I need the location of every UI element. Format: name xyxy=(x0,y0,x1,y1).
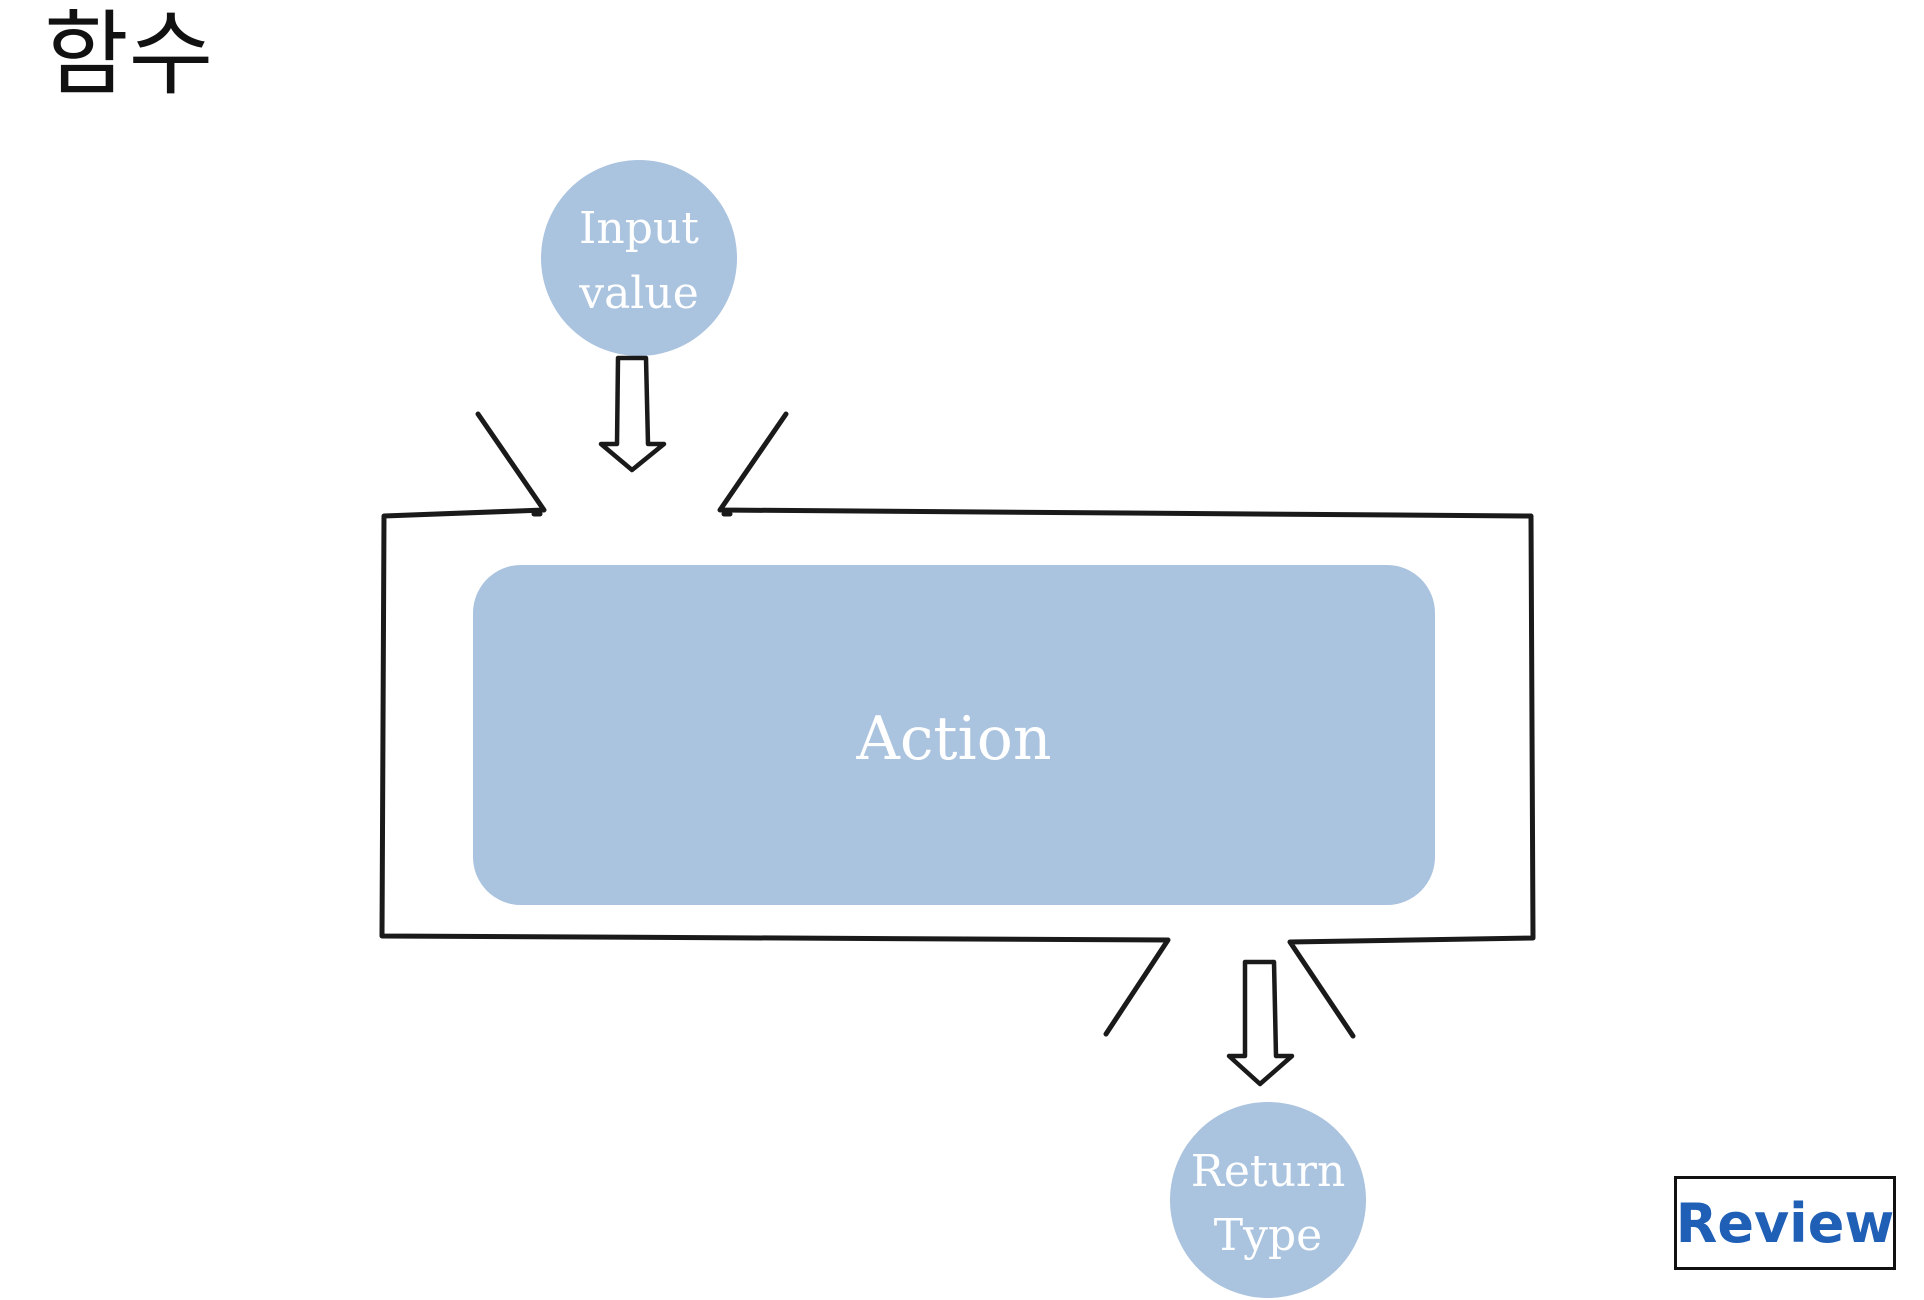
input-node-line2: value xyxy=(578,268,699,319)
input-arrow-icon xyxy=(598,355,667,473)
action-box xyxy=(473,565,1435,905)
return-node-line1: Return xyxy=(1191,1146,1346,1197)
review-button[interactable]: Review xyxy=(1674,1176,1896,1270)
page-title: 함수 xyxy=(44,1,214,108)
input-value-node xyxy=(541,160,737,356)
output-arrow-icon xyxy=(1226,959,1295,1087)
action-label: Action xyxy=(856,704,1052,774)
return-node-line2: Type xyxy=(1214,1210,1322,1261)
machine-outline xyxy=(379,411,1536,1039)
return-type-node xyxy=(1170,1102,1366,1298)
input-node-line1: Input xyxy=(579,203,699,254)
